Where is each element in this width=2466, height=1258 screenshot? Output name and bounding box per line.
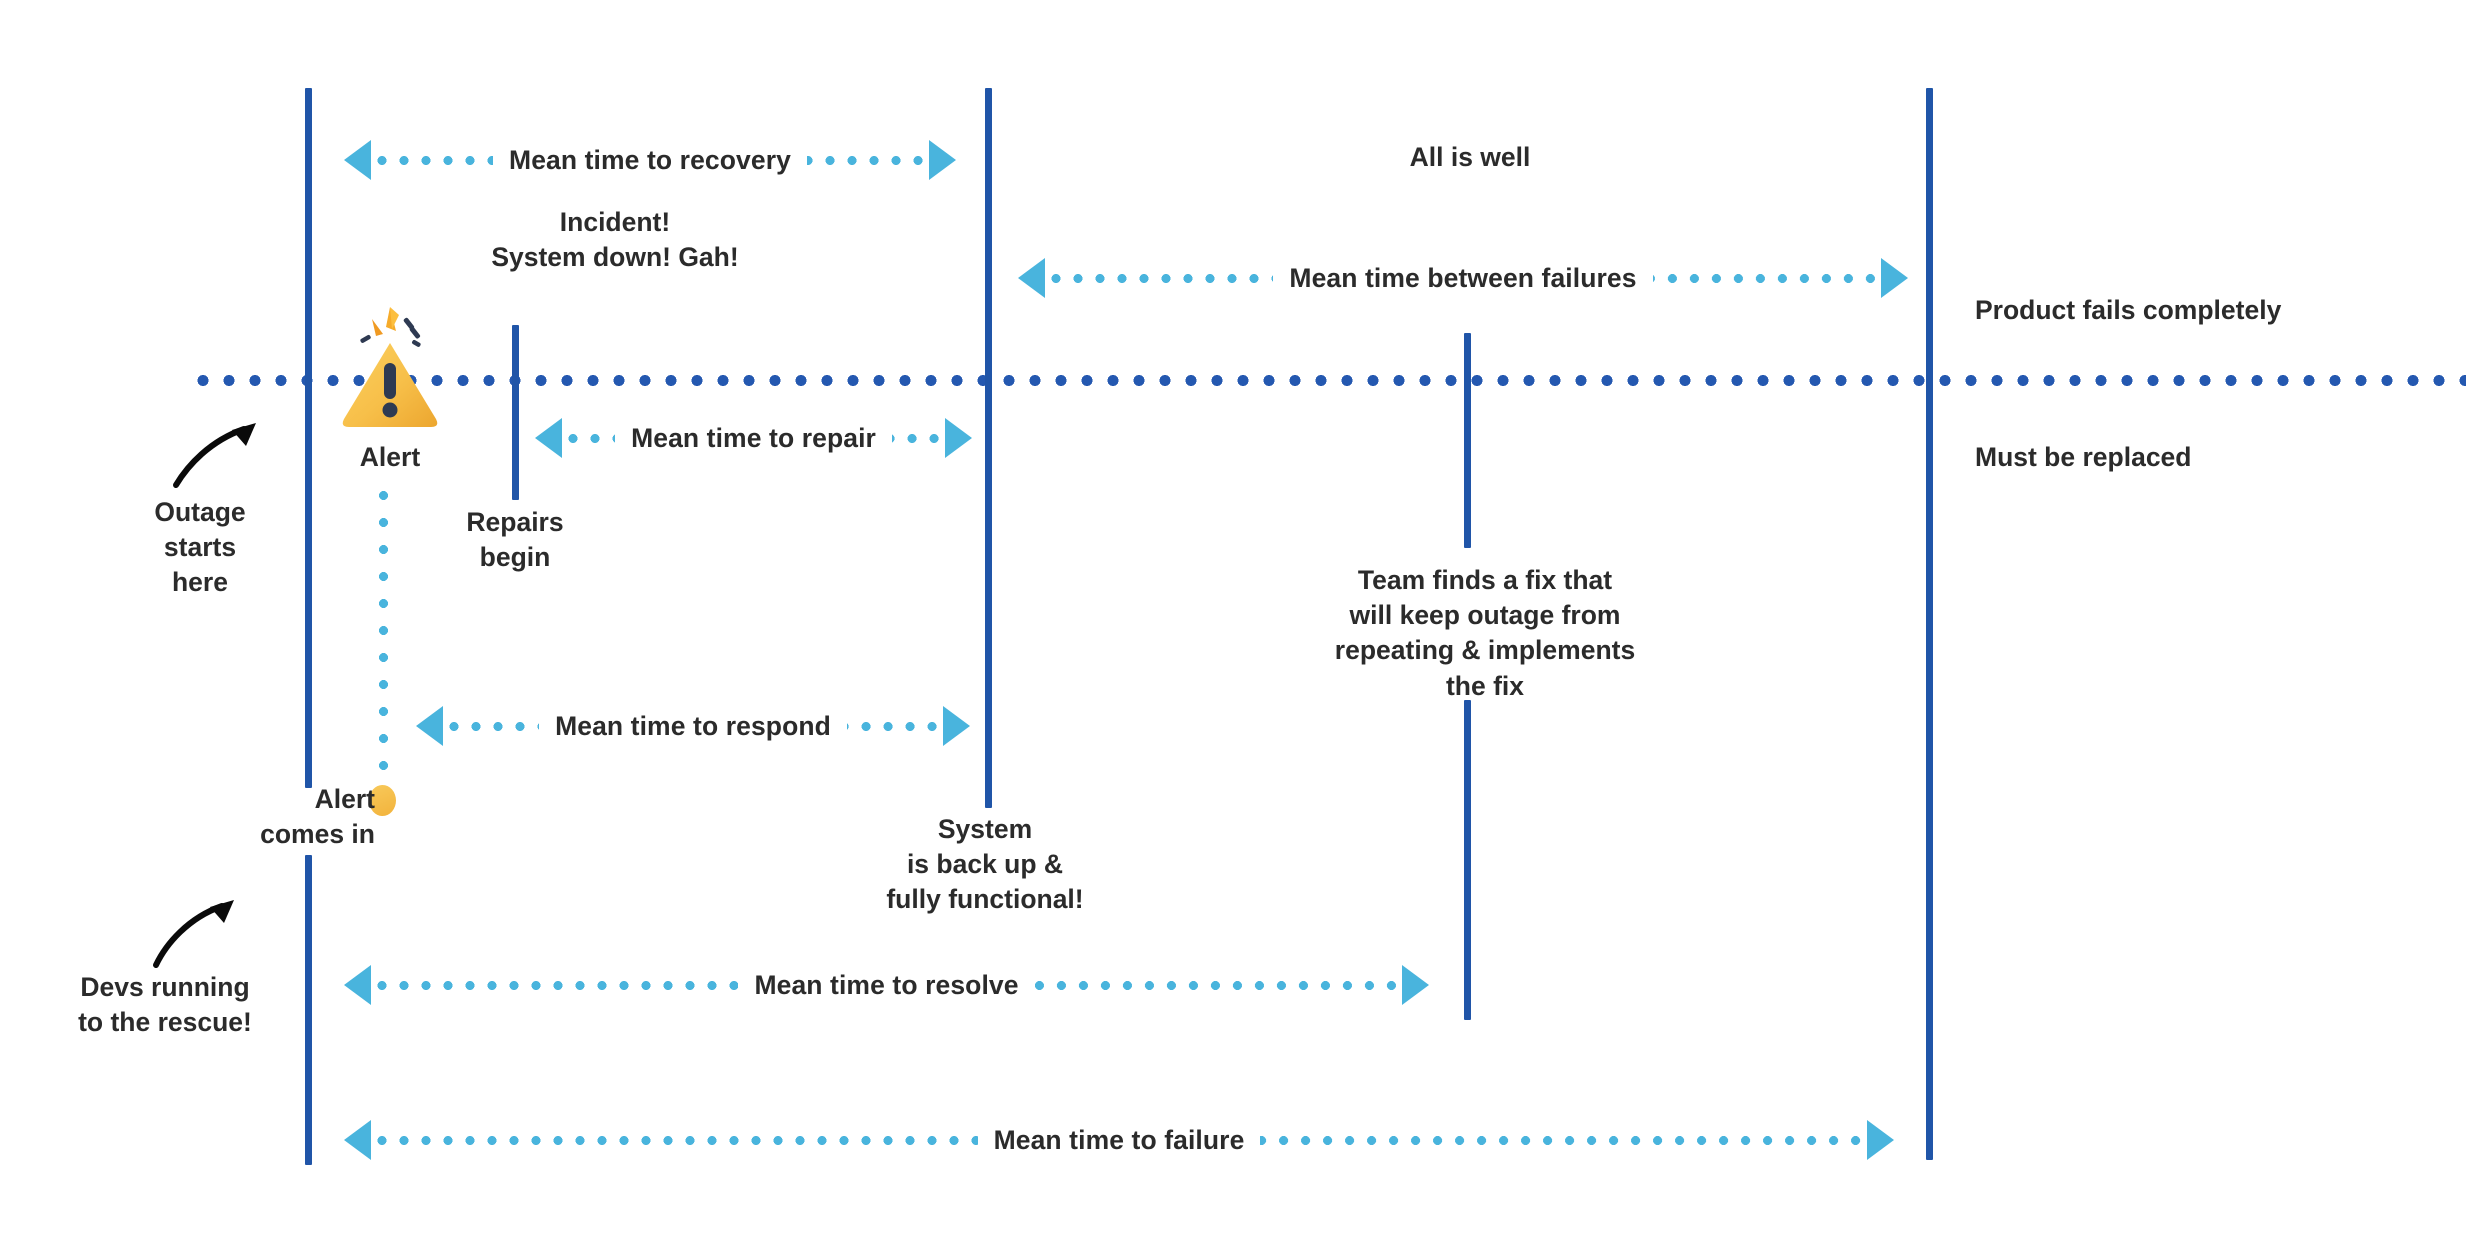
milestone-line-fix-implemented-lower [1464, 700, 1471, 1020]
measure-mean-time-to-resolve: Mean time to resolve [344, 962, 1430, 1008]
dotted-segment [371, 155, 494, 165]
measure-label: Mean time between failures [1289, 262, 1637, 293]
arrow-left-icon [416, 706, 443, 746]
arrow-left-icon [535, 418, 562, 458]
measure-mean-time-to-failure: Mean time to failure [344, 1117, 1895, 1163]
label-all-is-well: All is well [1409, 142, 1531, 172]
measure-mean-time-between-failures: Mean time between failures [1018, 255, 1908, 301]
dotted-segment [562, 433, 616, 443]
dotted-segment [371, 1135, 978, 1145]
milestone-line-outage-start-lower [305, 855, 312, 1165]
milestone-line-product-fails [1926, 88, 1933, 1160]
measure-mean-time-to-respond: Mean time to respond [416, 703, 970, 749]
label-team-finds-fix: Team finds a fix that will keep outage f… [1334, 565, 1636, 701]
timeline-axis [190, 375, 2466, 386]
devs-pointer-arrow-icon [150, 890, 260, 970]
milestone-line-system-back-up [985, 88, 992, 808]
dotted-segment [1260, 1135, 1868, 1145]
arrow-right-icon [1881, 258, 1908, 298]
arrow-right-icon [1402, 965, 1430, 1005]
dotted-segment [371, 980, 739, 990]
arrow-left-icon [344, 965, 371, 1005]
outage-pointer-arrow-icon [170, 415, 280, 490]
arrow-right-icon [943, 706, 970, 746]
label-devs-running: Devs running to the rescue! [78, 972, 252, 1038]
alert-triangle-icon [340, 305, 440, 435]
arrow-left-icon [344, 140, 371, 180]
arrow-right-icon [1867, 1120, 1895, 1160]
arrow-right-icon [929, 140, 956, 180]
alert-dot-icon [369, 785, 396, 816]
arrow-left-icon [1018, 258, 1045, 298]
label-alert: Alert [359, 442, 421, 472]
label-repairs-begin: Repairs begin [466, 507, 564, 573]
label-outage-starts-here: Outage starts here [154, 497, 246, 598]
label-product-fails-completely: Product fails completely [1975, 295, 2282, 325]
dotted-segment [891, 433, 946, 443]
dotted-segment [1045, 273, 1274, 283]
label-system-back-up: System is back up & fully functional! [886, 814, 1084, 915]
arrow-left-icon [344, 1120, 371, 1160]
dotted-segment [806, 155, 929, 165]
dotted-segment [443, 721, 540, 731]
dotted-segment [1652, 273, 1881, 283]
label-incident: Incident! System down! Gah! [491, 207, 739, 273]
measure-label: Mean time to repair [631, 422, 876, 453]
dotted-segment [1034, 980, 1403, 990]
arrow-right-icon [945, 418, 973, 458]
measure-label: Mean time to respond [555, 710, 831, 741]
milestone-line-outage-start-upper [305, 88, 312, 788]
measure-mean-time-to-repair: Mean time to repair [535, 415, 973, 461]
measure-label: Mean time to failure [993, 1124, 1245, 1155]
milestone-line-fix-implemented-upper [1464, 333, 1471, 548]
measure-label: Mean time to resolve [754, 969, 1019, 1000]
alert-trail-dots [379, 482, 388, 792]
label-must-be-replaced: Must be replaced [1975, 442, 2192, 472]
measure-label: Mean time to recovery [509, 144, 791, 175]
dotted-segment [846, 721, 943, 731]
measure-mean-time-to-recovery: Mean time to recovery [344, 137, 956, 183]
milestone-line-repairs-begin [512, 325, 519, 500]
label-alert-comes-in: Alert comes in [260, 784, 375, 850]
